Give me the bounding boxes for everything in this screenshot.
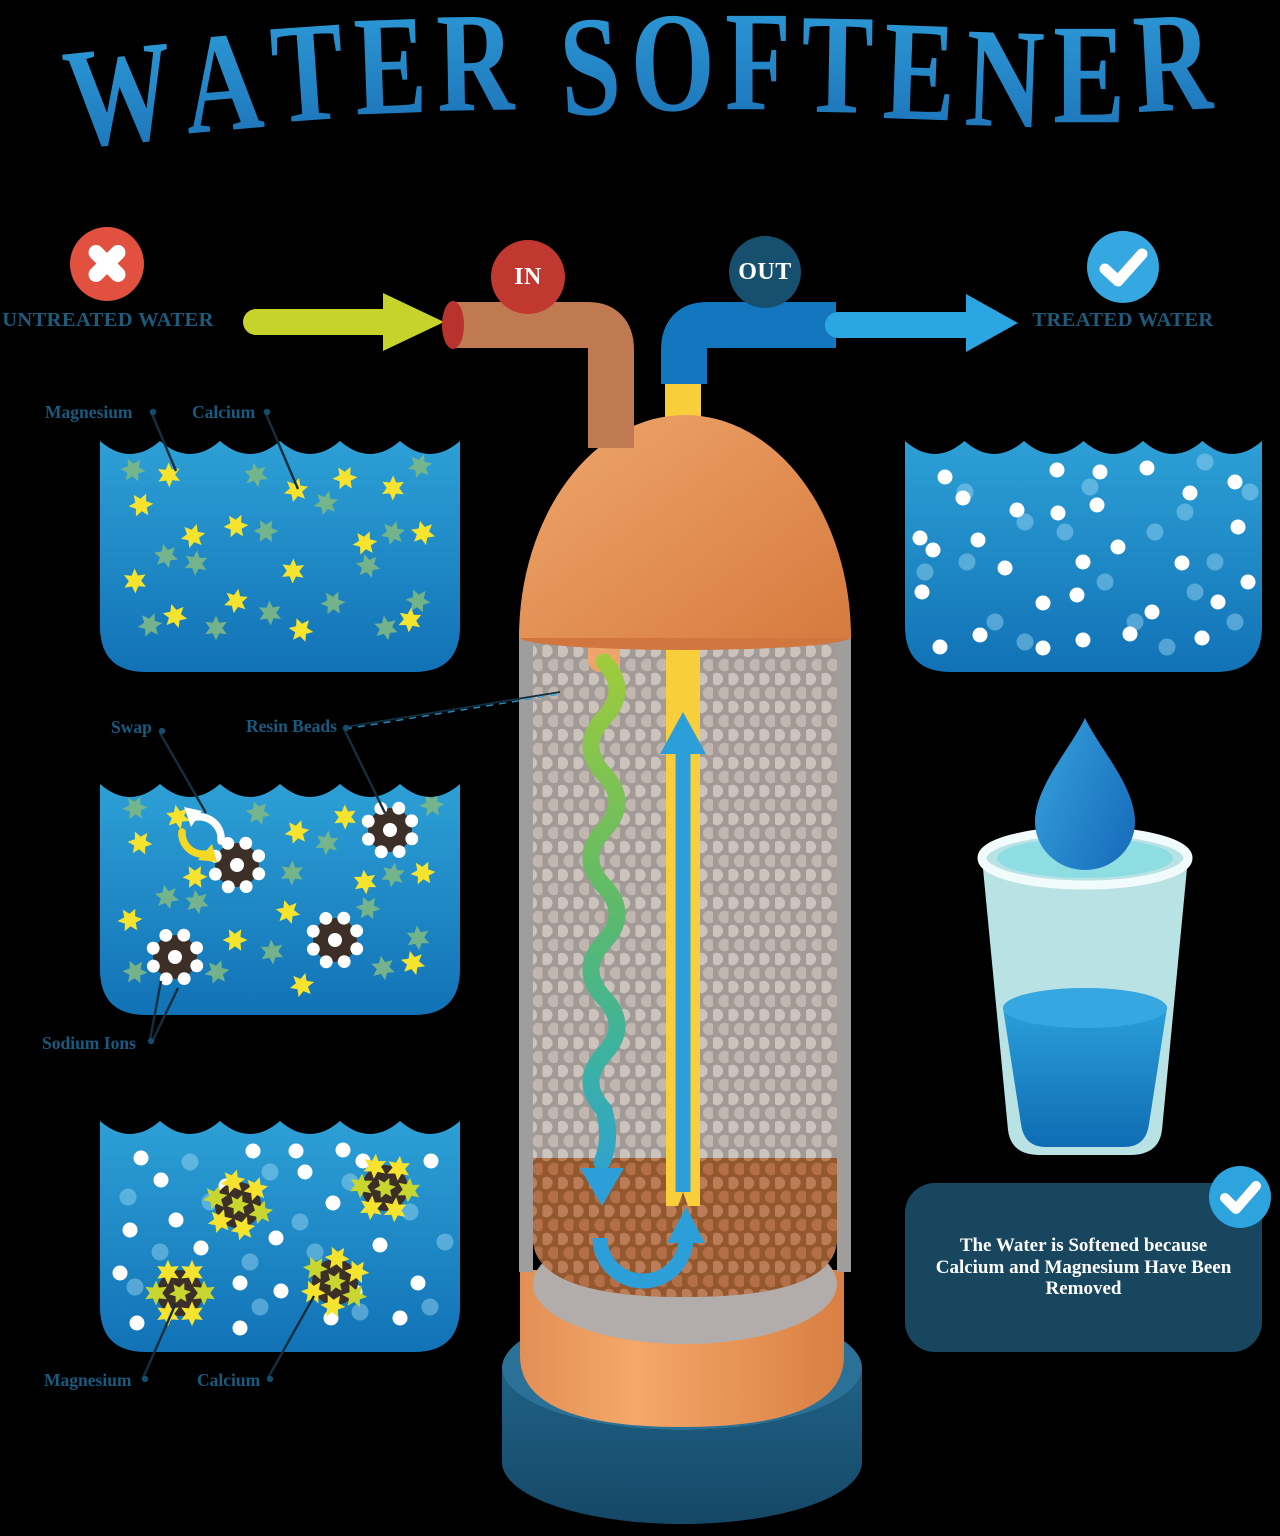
glass-of-water xyxy=(977,718,1193,1155)
title-letter: T xyxy=(266,0,349,158)
title-letter: R xyxy=(435,0,516,147)
resin-bed xyxy=(533,1158,837,1297)
label-calcium: Calcium xyxy=(192,402,256,422)
page-title: WATER SOFTENER xyxy=(0,0,1280,179)
water-drop-icon xyxy=(1035,718,1135,870)
label-magnesium-bottom: Magnesium xyxy=(44,1370,132,1390)
title-letter: S xyxy=(556,0,625,151)
title-letter: O xyxy=(629,0,716,147)
summary-panel: The Water is Softened because Calcium an… xyxy=(905,1166,1271,1352)
out-label: OUT xyxy=(738,258,792,285)
label-sodium-ions: Sodium Ions xyxy=(42,1033,136,1053)
summary-text: The Water is Softened because Calcium an… xyxy=(935,1235,1232,1299)
title-letter: W xyxy=(57,9,182,183)
untreated-water-label: UNTREATED WATER xyxy=(2,309,214,331)
title-letter: R xyxy=(1130,0,1216,148)
title-letter: F xyxy=(725,0,791,145)
label-magnesium: Magnesium xyxy=(45,402,133,422)
in-label: IN xyxy=(514,263,542,290)
untreated-water-box xyxy=(100,441,460,672)
softened-water-box xyxy=(100,1121,460,1352)
out-badge: OUT xyxy=(729,236,801,308)
check-icon xyxy=(1087,231,1159,303)
ion-swap-box xyxy=(100,784,460,1015)
title-letter: E xyxy=(351,0,429,150)
treated-water-box xyxy=(905,441,1262,672)
swap-arrows-icon xyxy=(178,807,225,862)
treated-water-label: TREATED WATER xyxy=(1032,309,1214,331)
label-resin-beads: Resin Beads xyxy=(246,716,337,736)
u-turn-arrow-icon xyxy=(592,1237,694,1289)
title-letter: E xyxy=(1053,0,1125,158)
check-icon xyxy=(1209,1166,1271,1228)
outlet-pipe xyxy=(661,302,836,384)
label-swap: Swap xyxy=(111,717,152,737)
title-letter: T xyxy=(800,0,875,148)
inlet-pipe xyxy=(452,302,634,448)
title-letter: E xyxy=(881,0,959,156)
title-letter: A xyxy=(176,0,268,169)
untreated-flow-wavy-line xyxy=(582,653,626,1171)
title-letter: N xyxy=(963,0,1047,163)
cross-icon xyxy=(70,227,144,301)
up-arrow-icon xyxy=(660,712,706,754)
down-arrow-icon xyxy=(580,1168,624,1206)
riser-tube xyxy=(666,630,700,1206)
resin-mesh-area xyxy=(533,630,837,1297)
tank-dome xyxy=(519,415,851,638)
in-badge: IN xyxy=(491,240,565,314)
tank-base xyxy=(502,1368,862,1524)
tank-collar xyxy=(520,1270,844,1427)
label-calcium-bottom: Calcium xyxy=(197,1370,261,1390)
